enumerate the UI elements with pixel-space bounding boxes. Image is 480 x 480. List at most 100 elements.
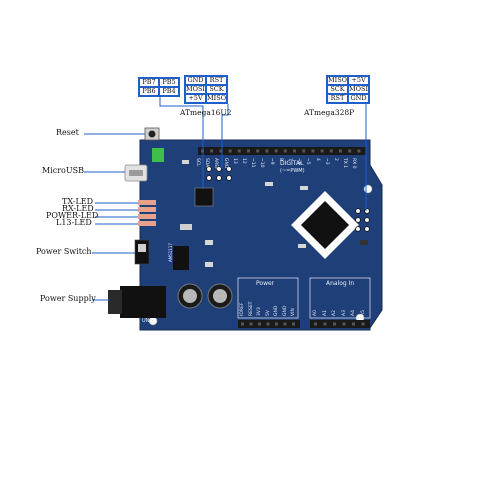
pin-label: A4 [351, 310, 356, 316]
pin-cell: PB6 [139, 87, 159, 96]
pin-cell: SCK [327, 85, 349, 94]
pin-cell: PB4 [159, 87, 179, 96]
header-pin-hole [342, 322, 346, 326]
pin-label: SDA [204, 158, 210, 168]
digital-header [198, 147, 366, 155]
led-pad [138, 214, 156, 219]
header-pin-hole [247, 149, 250, 153]
pin-label: A0 [313, 310, 318, 316]
chip-atmega328p [291, 191, 359, 259]
header-pin-hole [352, 322, 355, 326]
pin-label: 7 [287, 158, 292, 161]
label-reset: Reset [56, 128, 79, 137]
capacitor-top [183, 289, 197, 303]
pin-cell: PB7 [139, 78, 159, 87]
pin-label: A2 [332, 310, 337, 316]
smd-component [360, 240, 368, 245]
pin-label: IOREF [240, 302, 245, 316]
pin-label: AREF [213, 158, 219, 170]
board-power-label: Power [256, 280, 275, 287]
header-pin-hole [241, 322, 244, 326]
header-pin-hole [210, 149, 214, 153]
pin-label: GND [222, 158, 228, 169]
pin-cell: SCK [206, 85, 228, 94]
chip-atmega16u2 [194, 187, 214, 207]
pin-cell: MOSI [185, 85, 207, 94]
header-pin-hole [258, 322, 261, 326]
pin-label: RESET [248, 301, 254, 316]
mount-hole [363, 184, 373, 194]
board-digital-label: DIGITAL [280, 160, 304, 167]
analog-label-box [309, 277, 371, 319]
pin-table-icsp-16u2: GND RST MOSI SCK +5V MISO [184, 75, 228, 104]
pin-label: 5V [265, 310, 271, 316]
board-regulator-label: AMS1117 [168, 243, 173, 262]
header-pin-hole [274, 149, 278, 153]
power-switch-lever [138, 244, 146, 252]
header-pin-hole [256, 149, 260, 153]
header-pin-hole [283, 149, 287, 153]
header-pin-hole [275, 322, 278, 326]
header-pin-hole [237, 149, 241, 153]
label-power-supply: Power Supply [40, 294, 96, 303]
header-pin-hole [333, 322, 336, 326]
header-pin-hole [314, 322, 317, 326]
pin-label: ~11 [250, 158, 256, 168]
label-microusb: MicroUSB [42, 166, 84, 175]
icsp-328p-header [355, 208, 370, 232]
pin-cell: +5V [348, 76, 370, 85]
led-pad [138, 207, 156, 212]
crystal [180, 224, 192, 230]
header-pin-hole [219, 149, 223, 153]
smd-component [152, 148, 164, 162]
pin-cell: RST [206, 76, 228, 85]
header-pin-hole [323, 322, 327, 326]
smd-component [300, 186, 308, 190]
label-atmega328p: ATmega328P [304, 108, 355, 117]
pin-cell: GND [185, 76, 207, 85]
pcb-board [139, 139, 383, 331]
pin-label: ~10 [259, 158, 265, 168]
smd-component [265, 182, 273, 186]
microusb-slot [129, 170, 143, 176]
header-pin-hole [348, 149, 352, 153]
voltage-regulator [173, 246, 189, 270]
pin-label: ~9 [268, 158, 274, 165]
label-l13-led: L13-LED [56, 218, 92, 227]
pin-cell: +5V [185, 94, 207, 103]
board-pwm-label: (~=PWM) [280, 168, 305, 174]
pin-label: ~5 [305, 158, 311, 165]
header-pin-hole [283, 322, 287, 326]
label-power-led: POWER-LED [46, 211, 99, 220]
pin-label: VIN [291, 308, 296, 316]
header-pin-hole [265, 149, 269, 153]
pin-label: GND [274, 305, 279, 316]
label-rx-led: RX-LED [62, 204, 94, 213]
header-pin-hole [292, 322, 295, 326]
header-pin-hole [361, 322, 365, 326]
board-analog-label: Analog In [326, 280, 355, 287]
smd-component [205, 262, 213, 267]
header-pin-hole [266, 322, 270, 326]
capacitor-top [213, 289, 227, 303]
pin-label: A5 [360, 310, 366, 316]
pin-label: ~6 [296, 158, 302, 165]
header-pin-hole [293, 149, 296, 153]
header-pin-hole [329, 149, 333, 153]
header-pin-hole [311, 149, 315, 153]
pin-cell: RST [327, 94, 349, 103]
smd-component [182, 160, 189, 164]
led-pad [138, 200, 156, 205]
board-brand-label: UNO [142, 318, 154, 324]
led-pad [138, 221, 156, 226]
pin-label: 2 [333, 158, 338, 161]
pin-label: 8 [277, 158, 283, 161]
analog-header [310, 320, 370, 328]
header-pin-hole [320, 149, 324, 153]
smd-component [298, 244, 306, 248]
pin-label: ~3 [323, 158, 329, 165]
pin-label: RX 0 [351, 158, 357, 169]
power-jack [120, 286, 166, 318]
